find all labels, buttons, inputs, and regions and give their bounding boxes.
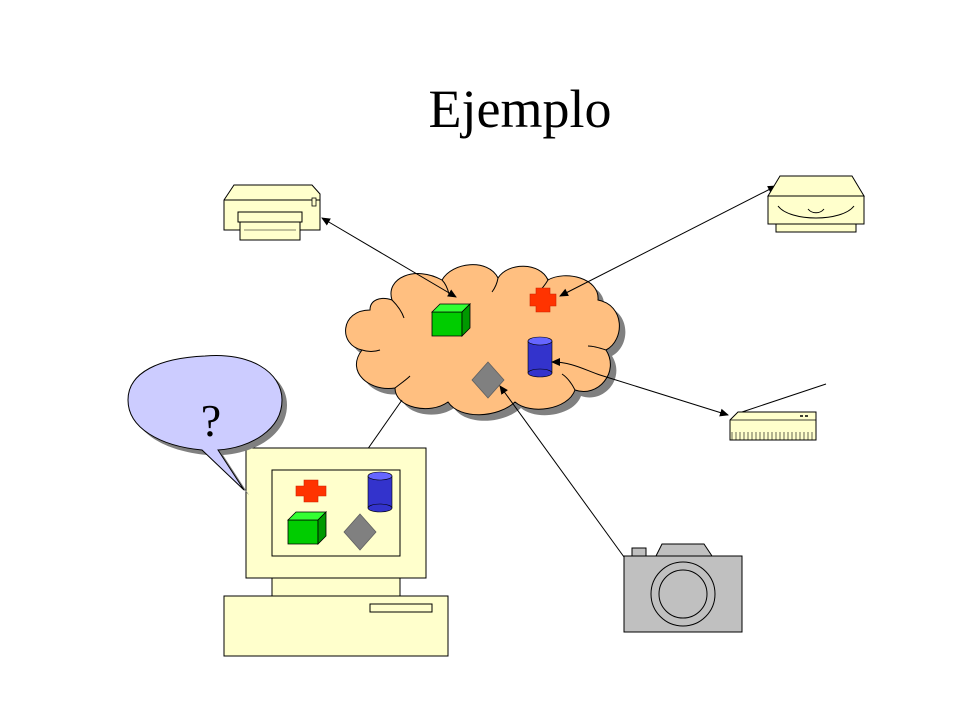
arrow-scanner (551, 358, 729, 417)
cloud-gray-diamond (471, 361, 505, 399)
cloud-blue-cylinder (527, 336, 553, 378)
disk-drive-icon (767, 175, 865, 233)
arrow-disk-drive (559, 185, 777, 297)
scanner-icon (729, 383, 827, 441)
screen-blue-cylinder (367, 471, 393, 513)
printer-icon (223, 184, 321, 241)
screen-green-cube (287, 511, 327, 545)
camera-icon (623, 543, 743, 633)
arrow-printer (321, 217, 457, 298)
slide-title: Ejemplo (428, 79, 612, 139)
arrow-camera (499, 385, 633, 569)
speech-bubble-icon: ? (127, 354, 287, 495)
speech-bubble-text: ? (201, 395, 221, 446)
cloud-icon (345, 264, 626, 421)
cloud-green-cube (431, 303, 471, 337)
cloud-red-cross (529, 287, 557, 313)
screen-gray-diamond (343, 513, 377, 551)
computer-icon (223, 447, 449, 657)
speech-bubble-shape (127, 354, 283, 491)
screen-red-cross (295, 479, 327, 503)
